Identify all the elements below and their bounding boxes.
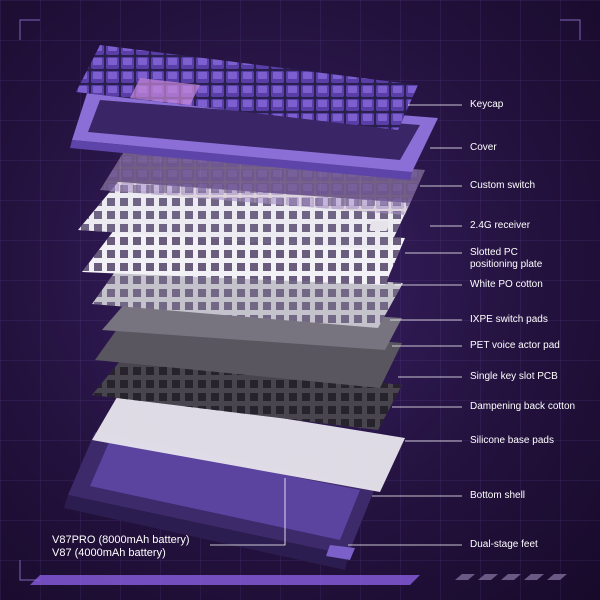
cover-layer — [70, 90, 438, 180]
label-cover: Cover — [470, 142, 497, 153]
label-pet: PET voice actor pad — [470, 340, 560, 351]
silicone-pads-layer — [92, 392, 405, 492]
label-receiver: 2.4G receiver — [470, 220, 531, 231]
bottom-right-stripes — [455, 574, 567, 580]
label-keycap: Keycap — [470, 99, 504, 110]
label-feet: Dual-stage feet — [470, 539, 538, 550]
bottom-accent-bar — [30, 575, 420, 585]
label-bottom-shell: Bottom shell — [470, 490, 526, 501]
bottom-shell-layer — [64, 432, 375, 570]
label-ixpe: IXPE switch pads — [470, 314, 548, 325]
label-custom-switch: Custom switch — [470, 180, 536, 191]
switches-layer — [100, 145, 425, 215]
label-dampening: Dampening back cotton — [470, 401, 576, 412]
pcb-layer — [95, 318, 402, 388]
label-silicone: Silicone base pads — [470, 435, 554, 446]
pet-pad-layer — [102, 300, 402, 350]
receiver-dongle — [369, 221, 389, 231]
label-pcb: Single key slot PCB — [470, 371, 558, 382]
frame-outline — [19, 19, 581, 581]
model-std-label: V87 (4000mAh battery) — [52, 547, 166, 559]
label-plate-line1: Slotted PC — [470, 247, 518, 258]
keycaps-layer — [76, 45, 418, 130]
dampening-cotton-layer — [92, 355, 402, 430]
leader-lines — [210, 104, 462, 546]
model-pro-label: V87PRO (8000mAh battery) — [52, 534, 190, 546]
label-white-po: White PO cotton — [470, 279, 543, 290]
label-plate-line2: positioning plate — [470, 259, 543, 270]
